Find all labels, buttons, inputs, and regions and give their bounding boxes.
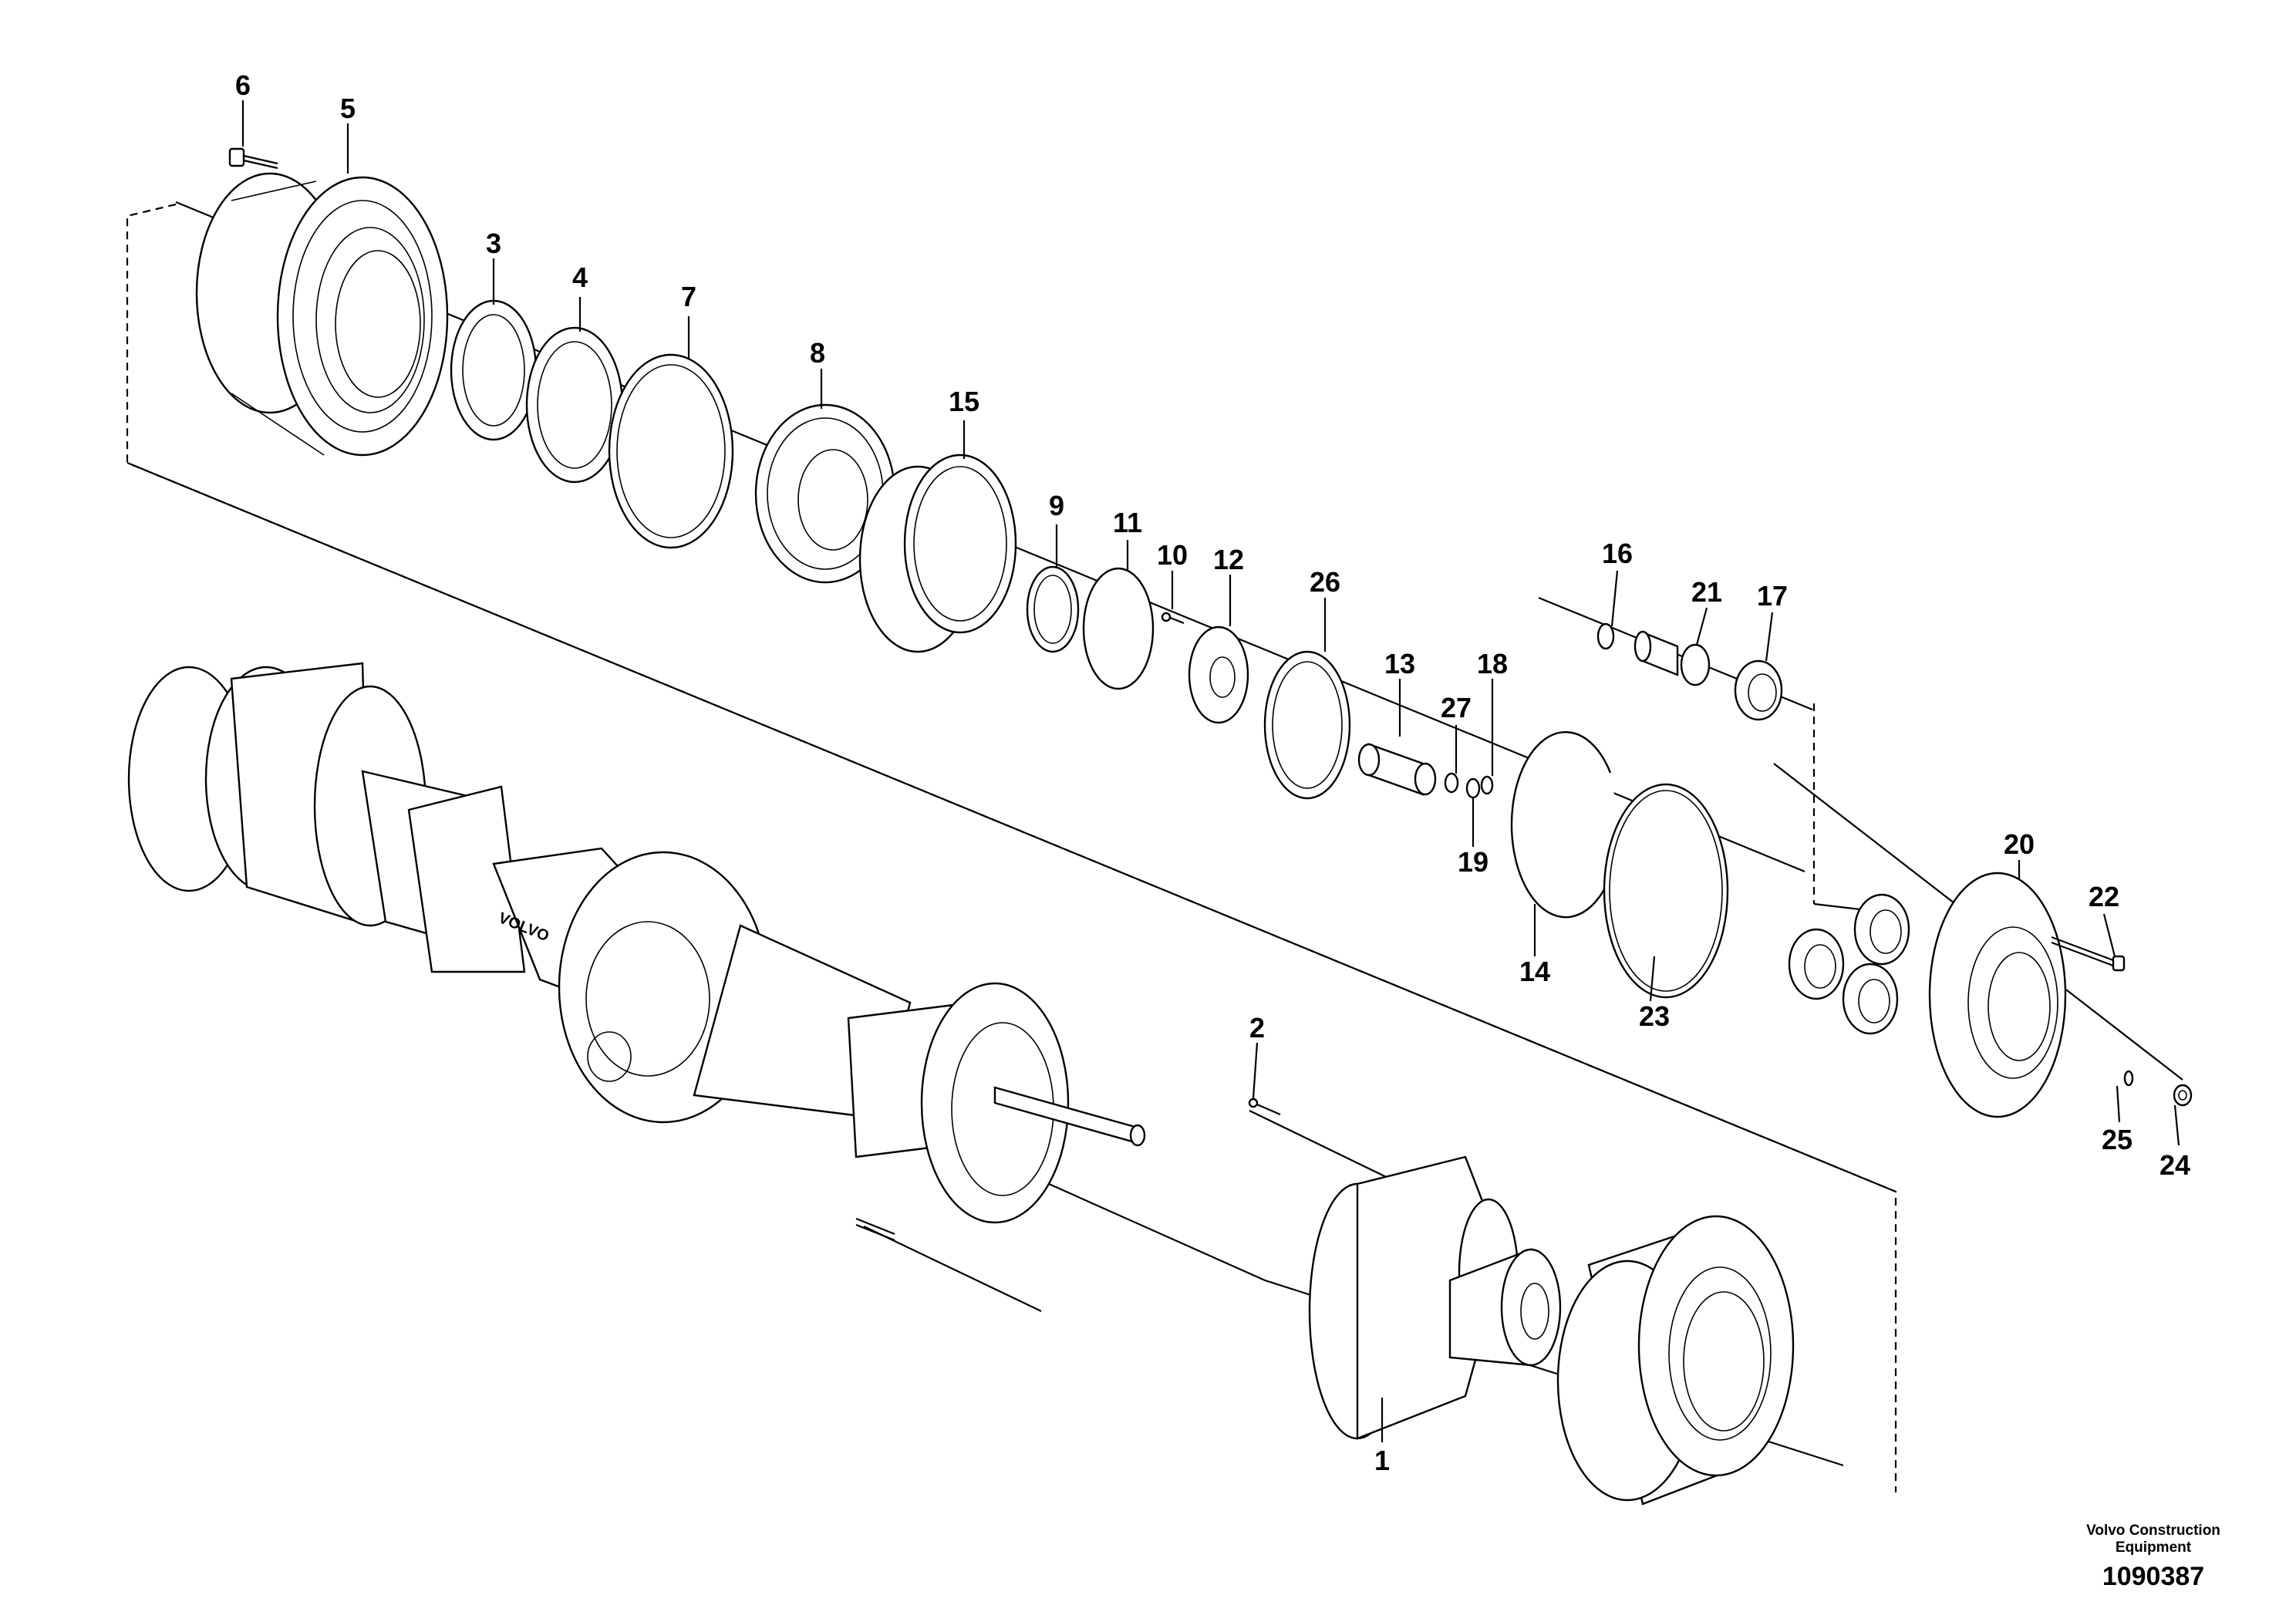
o-ring-23-part bbox=[1603, 783, 1729, 999]
nut-24-part bbox=[2173, 1084, 2193, 1107]
circlip-16-part bbox=[1596, 622, 1615, 650]
document-number: 1090387 bbox=[2102, 1562, 2204, 1591]
callout-15: 15 bbox=[949, 386, 979, 417]
callout-20: 20 bbox=[2004, 828, 2035, 860]
bolt-6-part bbox=[228, 147, 278, 170]
carrier-12-part bbox=[1188, 626, 1249, 724]
callout-11: 11 bbox=[1113, 507, 1142, 538]
snap-ring-14-part bbox=[1510, 730, 1621, 919]
credit-line-2: Equipment bbox=[2116, 1539, 2192, 1556]
spindle-1-part bbox=[1308, 1155, 1562, 1440]
callout-17: 17 bbox=[1757, 580, 1788, 612]
gear-21-part bbox=[1633, 630, 1711, 686]
leader-lines bbox=[241, 100, 2180, 1442]
pin-10-part bbox=[1161, 612, 1185, 625]
callout-26: 26 bbox=[1310, 566, 1340, 598]
callout-10: 10 bbox=[1157, 539, 1188, 571]
callout-13: 13 bbox=[1384, 648, 1415, 679]
seal-3-part bbox=[450, 299, 538, 441]
callout-6: 6 bbox=[235, 69, 251, 101]
callout-5: 5 bbox=[340, 93, 356, 124]
callouts: 6 5 3 4 7 8 15 9 11 10 12 26 13 18 27 19… bbox=[235, 69, 2190, 1476]
callout-16: 16 bbox=[1602, 538, 1633, 569]
stud-2-part bbox=[1248, 1098, 1281, 1116]
bearing-4-part bbox=[525, 326, 624, 484]
callout-25: 25 bbox=[2102, 1124, 2132, 1155]
callout-27: 27 bbox=[1441, 692, 1472, 723]
dashed-frame bbox=[126, 203, 1897, 1492]
callout-2: 2 bbox=[1249, 1012, 1265, 1044]
credit-line-1: Volvo Construction bbox=[2086, 1523, 2220, 1539]
callout-23: 23 bbox=[1639, 1000, 1670, 1032]
callout-7: 7 bbox=[681, 281, 696, 312]
ring-26-part bbox=[1263, 650, 1351, 800]
callout-1: 1 bbox=[1374, 1445, 1390, 1476]
callout-14: 14 bbox=[1519, 956, 1550, 987]
callout-8: 8 bbox=[810, 337, 825, 369]
ring-11-part bbox=[1082, 567, 1155, 690]
callout-12: 12 bbox=[1213, 544, 1244, 575]
callout-22: 22 bbox=[2089, 881, 2119, 912]
bearings-part bbox=[1788, 893, 1910, 1035]
wheel-hub-part bbox=[1556, 1215, 1795, 1506]
callout-18: 18 bbox=[1477, 648, 1508, 679]
axle-assembly-part: VOLVO bbox=[127, 662, 1146, 1242]
ring-7-part bbox=[608, 353, 734, 549]
callout-3: 3 bbox=[486, 228, 501, 259]
ring-9-part bbox=[1026, 565, 1080, 653]
bolt-22-part bbox=[2051, 936, 2126, 972]
callout-4: 4 bbox=[572, 261, 588, 293]
footer: Volvo Construction Equipment 1090387 bbox=[2086, 1523, 2220, 1591]
washer-25-part bbox=[2123, 1070, 2134, 1087]
callout-21: 21 bbox=[1691, 576, 1722, 608]
hub-housing-5-part bbox=[195, 172, 449, 457]
shaft-13-part bbox=[1357, 743, 1437, 796]
callout-19: 19 bbox=[1458, 846, 1489, 878]
small-rings-part bbox=[1444, 772, 1494, 799]
callout-24: 24 bbox=[2159, 1149, 2190, 1181]
bearing-17-part bbox=[1734, 659, 1783, 721]
callout-9: 9 bbox=[1049, 490, 1064, 521]
ring-15-part bbox=[858, 454, 1017, 653]
cover-20-part bbox=[1928, 872, 2067, 1118]
